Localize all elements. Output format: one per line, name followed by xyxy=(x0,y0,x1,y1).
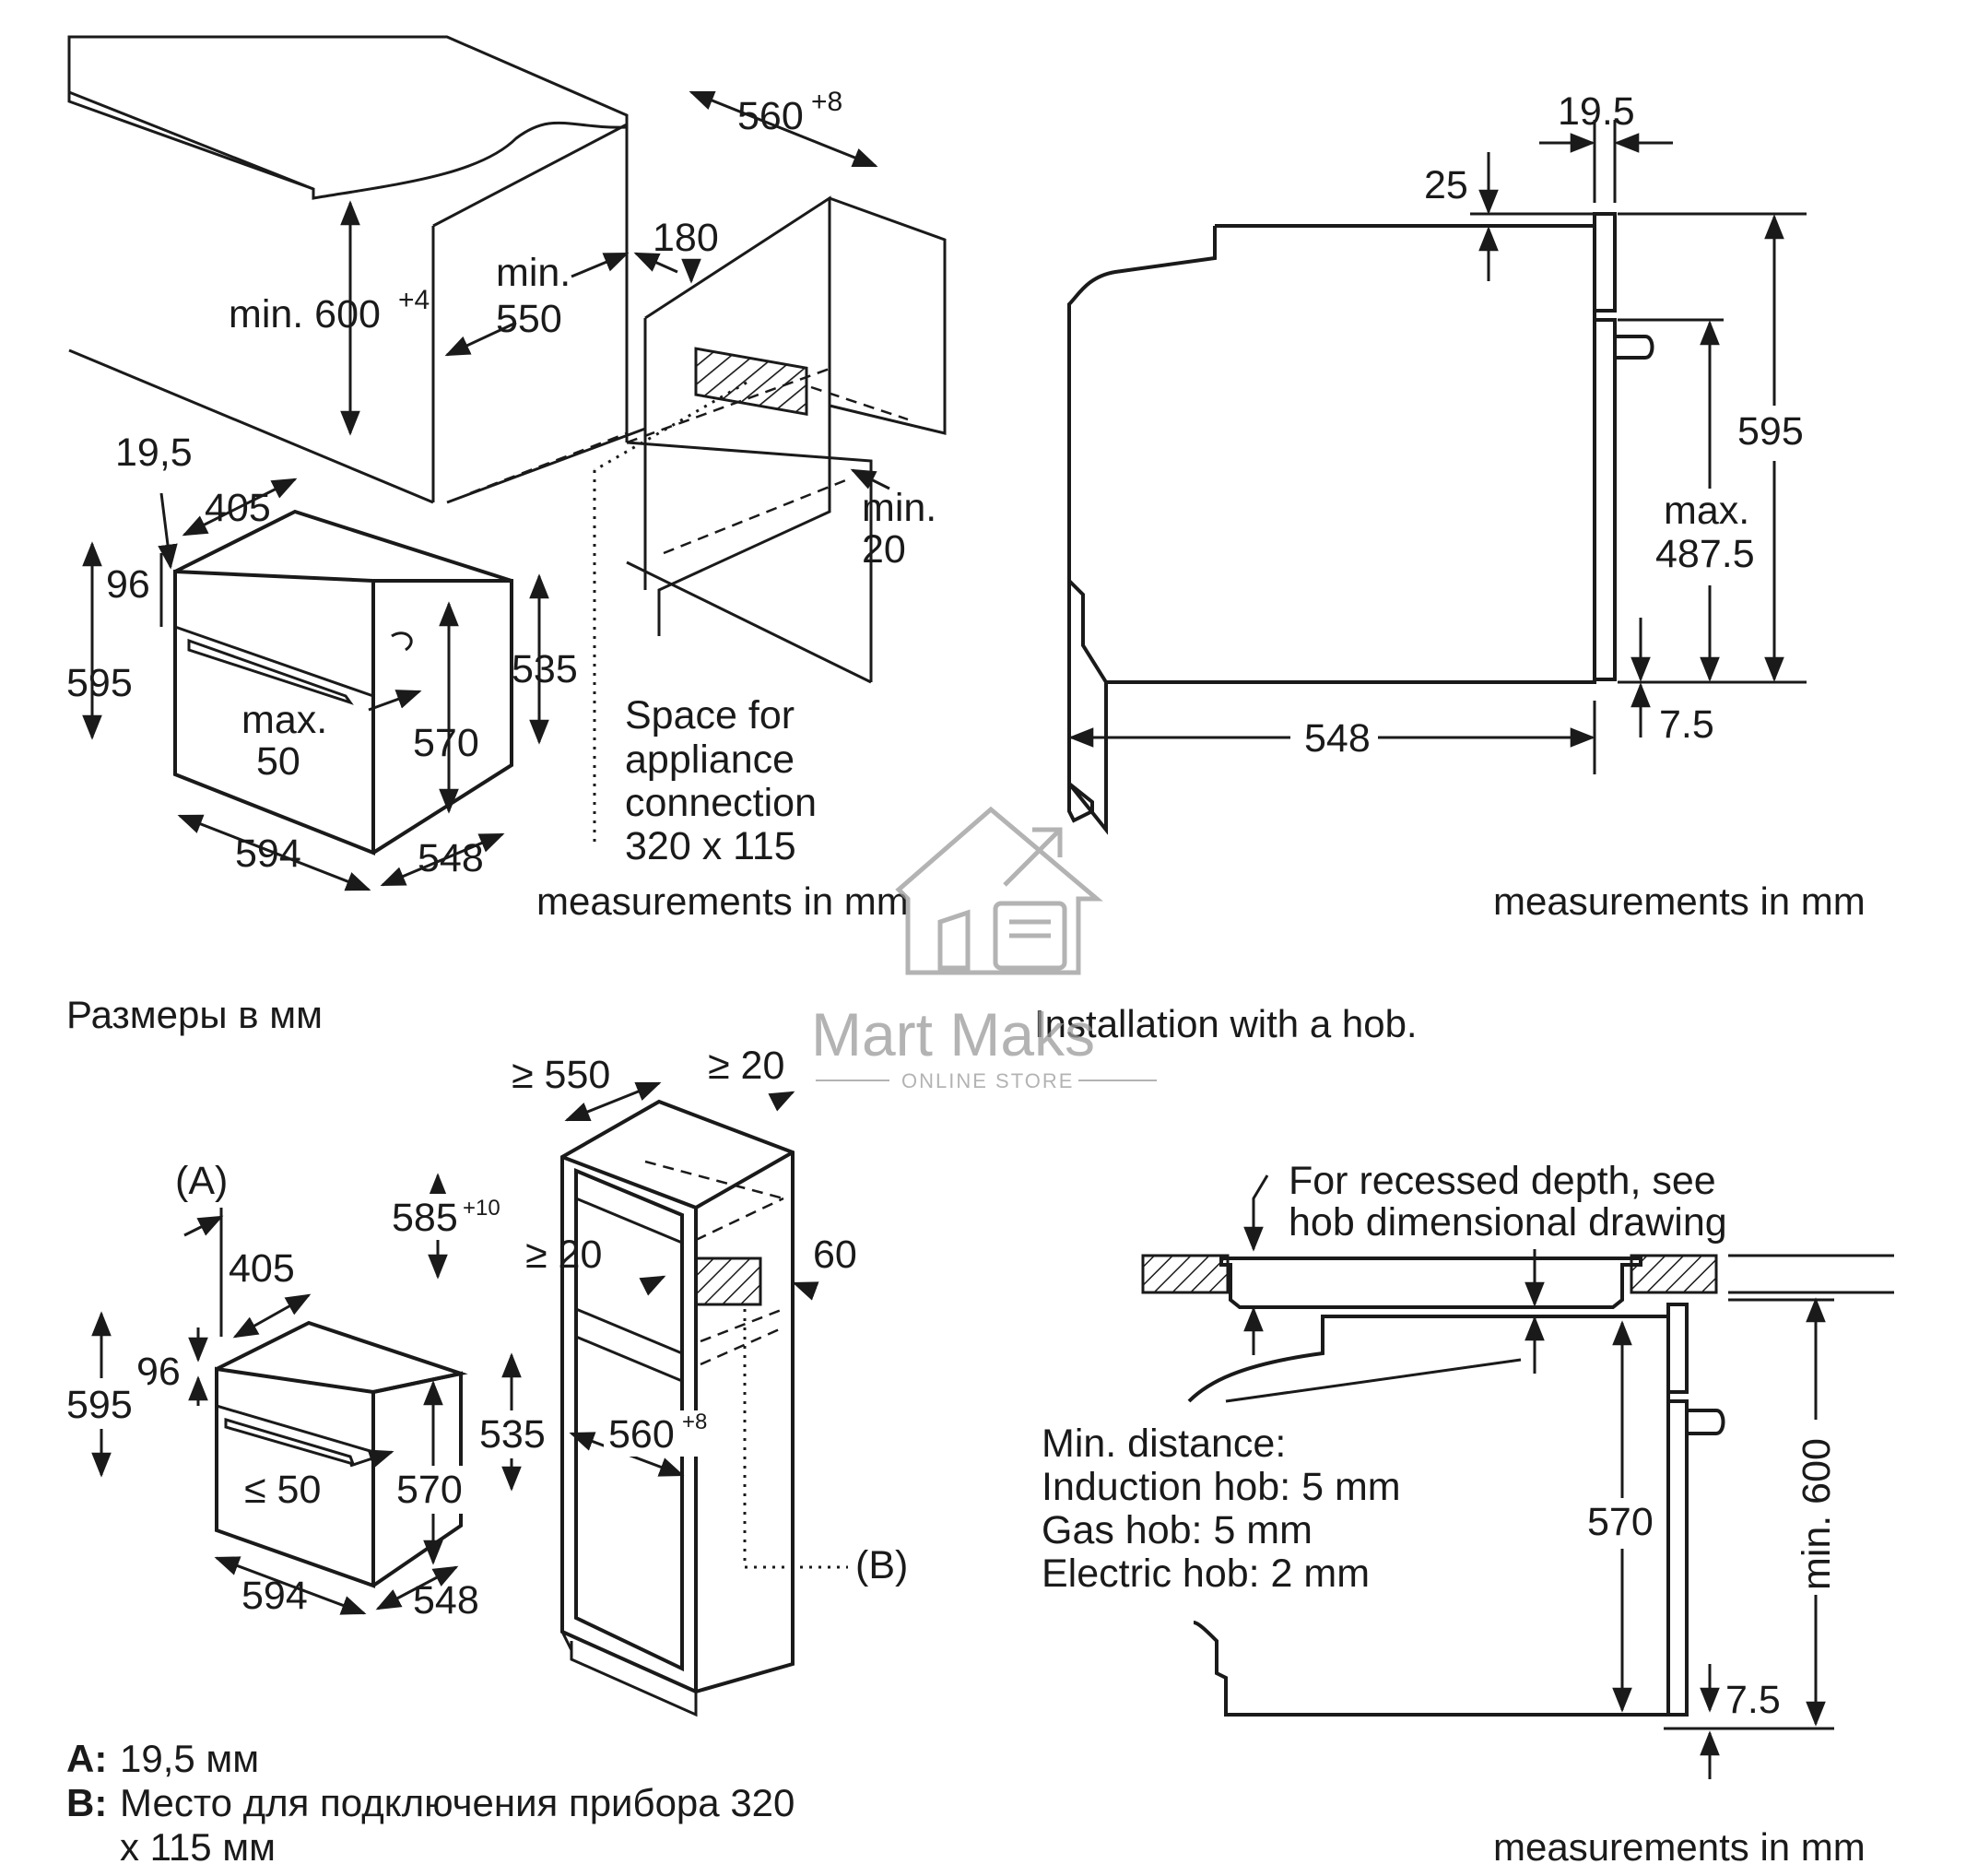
dim-max-a: max. xyxy=(1664,489,1749,533)
dim-585: 585 xyxy=(392,1196,458,1240)
house-icon xyxy=(895,806,1103,975)
dim-min-20-a: min. xyxy=(862,486,936,530)
dim-585-sup: +10 xyxy=(463,1196,500,1221)
panel-hob-installation: For recessed depth, see hob dimensional … xyxy=(1042,1159,1894,1869)
dim-min-600-sup: +4 xyxy=(398,285,430,315)
dim-535: 535 xyxy=(512,647,578,691)
dim-min-600-hob: min. 600 xyxy=(1795,1438,1839,1590)
min-distance-electric: Electric hob: 2 mm xyxy=(1042,1552,1370,1596)
connection-area-tall xyxy=(694,1257,762,1306)
dim-ge-550: ≥ 550 xyxy=(512,1053,610,1097)
arrow-up-right-icon xyxy=(1003,827,1063,887)
dim-max-b: 487.5 xyxy=(1655,532,1755,576)
dim-60: 60 xyxy=(813,1233,857,1277)
dim-le-50: ≤ 50 xyxy=(244,1468,321,1512)
countertop-left xyxy=(1141,1254,1230,1294)
dim-560-tall: 560 xyxy=(608,1412,675,1457)
label-A: (A) xyxy=(175,1159,228,1203)
dim-min-550-a: min. xyxy=(496,251,571,295)
caption-ru: Размеры в мм xyxy=(66,993,323,1036)
tall-cabinet xyxy=(560,1099,795,1694)
oven-knob-2 xyxy=(1687,1409,1725,1435)
min-distance-gas: Gas hob: 5 mm xyxy=(1042,1508,1313,1552)
dim-ge-20-top: ≥ 20 xyxy=(708,1044,784,1088)
oven-profile xyxy=(1067,226,1217,835)
oven-side xyxy=(371,579,513,855)
space-note-line-1: Space for xyxy=(625,693,795,737)
dim-19-5-side: 19.5 xyxy=(1558,89,1635,134)
dim-7-5-side: 7.5 xyxy=(1659,702,1714,747)
dim-548: 548 xyxy=(418,836,484,880)
space-note-line-2: appliance xyxy=(625,737,795,782)
min-distance-induction: Induction hob: 5 mm xyxy=(1042,1465,1401,1509)
oven-front-panel xyxy=(1593,212,1617,313)
dim-405: 405 xyxy=(205,486,271,530)
countertop xyxy=(67,35,629,200)
dim-595: 595 xyxy=(66,661,133,705)
legend-a-text: 19,5 мм xyxy=(120,1737,259,1780)
legend-b-text-2: x 115 мм xyxy=(120,1825,276,1869)
connection-area xyxy=(694,347,808,417)
min-distance-title: Min. distance: xyxy=(1042,1422,1286,1466)
label-B: (B) xyxy=(855,1543,908,1587)
legend-a-key: A: xyxy=(66,1737,107,1780)
watermark-tagline: ONLINE STORE xyxy=(901,1069,1074,1092)
oven-knob xyxy=(1615,335,1654,360)
dim-560-tall-sup: +8 xyxy=(682,1410,707,1434)
dim-570-hob: 570 xyxy=(1587,1500,1654,1544)
panel-under-counter: 560 +8 min. 600 +4 min. 550 180 min. 20 … xyxy=(66,35,947,1036)
dim-max-50-a: max. xyxy=(241,698,327,742)
dim-595-side: 595 xyxy=(1737,409,1804,454)
dim-548-side: 548 xyxy=(1304,716,1371,761)
dim-535-tall: 535 xyxy=(479,1412,546,1457)
space-note-line-4: 320 x 115 xyxy=(625,824,796,868)
measure-note-bottom-right: measurements in mm xyxy=(1493,1825,1866,1869)
legend-b-key: B: xyxy=(66,1781,107,1824)
dim-min-20-b: 20 xyxy=(862,527,906,572)
watermark-brand: Mart Maks xyxy=(811,1000,1095,1068)
oven-profile-2 xyxy=(1187,1315,1670,1717)
recess-note-1: For recessed depth, see xyxy=(1289,1159,1716,1203)
recess-note-2: hob dimensional drawing xyxy=(1289,1200,1727,1245)
dim-560: 560 xyxy=(737,94,804,138)
side-panel xyxy=(644,195,831,636)
measure-note-top-right: measurements in mm xyxy=(1493,879,1866,923)
panel-tall-cabinet: ≥ 550 ≥ 20 (A) 405 585 +10 ≥ 20 60 96 59… xyxy=(65,1044,908,1869)
countertop-right xyxy=(1630,1254,1718,1294)
space-note-line-3: connection xyxy=(625,781,817,825)
dim-570: 570 xyxy=(413,721,479,765)
dim-7-5-hob: 7.5 xyxy=(1725,1678,1781,1722)
hob xyxy=(1219,1257,1642,1309)
dim-ge-20-mid: ≥ 20 xyxy=(525,1233,602,1277)
dim-405-tall: 405 xyxy=(229,1246,295,1291)
dim-min-550-b: 550 xyxy=(496,297,562,341)
dim-19-5: 19,5 xyxy=(115,431,193,475)
watermark: Mart Maks ONLINE STORE xyxy=(811,806,1157,1092)
legend-b-text-1: Место для подключения прибора 320 xyxy=(120,1781,795,1824)
caption-hob: Installation with a hob. xyxy=(1034,1002,1418,1045)
dim-180: 180 xyxy=(653,216,719,260)
dim-25: 25 xyxy=(1424,163,1468,207)
dim-595-tall: 595 xyxy=(66,1383,133,1427)
measure-note-top-left: measurements in mm xyxy=(536,879,909,923)
dim-548-tall: 548 xyxy=(413,1578,479,1622)
dim-560-sup: +8 xyxy=(811,87,842,117)
panel-side-view: 19.5 25 595 max. 487.5 7.5 548 measureme… xyxy=(1034,89,1866,1045)
oven-handle xyxy=(187,638,354,705)
dim-max-50-b: 50 xyxy=(256,739,300,784)
dim-594-tall: 594 xyxy=(241,1574,308,1618)
dim-594: 594 xyxy=(235,832,301,876)
dim-min-600: min. 600 xyxy=(229,292,381,336)
dim-570-tall: 570 xyxy=(396,1468,463,1512)
dim-96: 96 xyxy=(106,562,150,607)
